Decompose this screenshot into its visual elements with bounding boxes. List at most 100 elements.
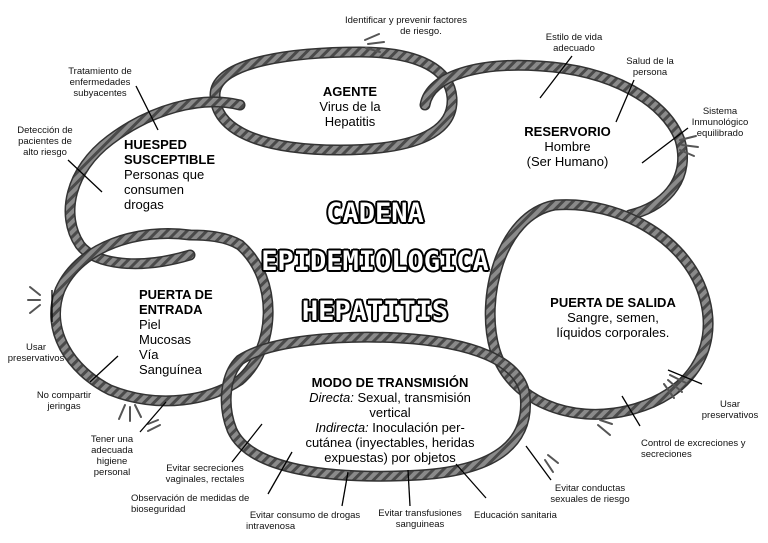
huesped-text-1: Personas que (124, 167, 205, 182)
section-huesped-susceptible: HUESPED SUSCEPTIBLE Personas que consume… (124, 137, 234, 212)
annotation-tratamiento-line-2: enfermedades (69, 77, 131, 88)
modo-directa: Directa: Sexual, transmisión (285, 390, 495, 405)
annotation-transfusiones-line-2: sanguineas (395, 519, 445, 530)
annotation-secreciones-line-1: Evitar secreciones (166, 463, 244, 474)
salida-text-2: líquidos corporales. (556, 325, 670, 340)
annotation-usar-right-line-2: preservativos (701, 410, 759, 421)
section-puerta-entrada: PUERTA DE ENTRADA Piel Mucosas Vía Sangu… (139, 287, 239, 377)
rope-frayed-ends (27, 33, 699, 473)
annotation-identificar-line-1: Identificar y prevenir factores (345, 15, 467, 26)
rope-loop-entrada (50, 227, 274, 407)
modo-indirecta-text: Inoculación per- (368, 420, 465, 435)
annotation-usar-preservativos-left: Usar preservativos (0, 342, 72, 364)
title-line-cadena: CADENA (326, 198, 424, 229)
rope-loop-agente (209, 46, 458, 156)
annotation-tratamiento-line-1: Tratamiento de (68, 66, 132, 77)
reservorio-text-1: Hombre (544, 139, 591, 154)
annotation-tratamiento: Tratamiento de enfermedades subyacentes (60, 66, 140, 99)
entrada-text-1: Piel (139, 317, 161, 332)
rope-loop-huesped (64, 96, 246, 270)
annotation-educacion-sanitaria: Educación sanitaria (474, 510, 557, 521)
entrada-heading-1: PUERTA DE (139, 287, 213, 302)
modo-directa-label: Directa: (309, 390, 354, 405)
annotation-drogas-line-1: Evitar consumo de drogas (249, 510, 361, 521)
annotation-bioseguridad-line-1: Observación de medidas de (131, 493, 250, 504)
annotation-control-excreciones: Control de excreciones y secreciones (641, 438, 766, 460)
annotation-estilo-line-1: Estilo de vida (545, 32, 603, 43)
section-agente: AGENTE Virus de la Hepatitis (300, 84, 400, 129)
annotation-transfusiones-line-1: Evitar transfusiones (378, 508, 462, 519)
annotation-identificar-line-2: de riesgo. (400, 26, 442, 37)
annotation-higiene-line-3: higiene (96, 456, 128, 467)
annotation-salud-line-2: persona (632, 67, 668, 78)
annotation-sistema-line-2: Inmunológico (691, 117, 749, 128)
title-line-epidemiologica: EPIDEMIOLOGICA (261, 246, 489, 277)
modo-heading: MODO DE TRANSMISIÓN (311, 375, 469, 390)
annotation-sistema-line-3: equilibrado (696, 128, 744, 139)
annotation-higiene: Tener una adecuada higiene personal (80, 434, 144, 478)
entrada-heading-2: ENTRADA (139, 302, 203, 317)
title-line-hepatitis: HEPATITIS (301, 296, 449, 327)
annotation-identificar-riesgo: Identificar y prevenir factores de riesg… (336, 15, 476, 37)
agente-text-1: Virus de la (319, 99, 381, 114)
annotation-estilo-vida: Estilo de vida adecuado (534, 32, 614, 54)
reservorio-text-2: (Ser Humano) (526, 154, 609, 169)
modo-indirecta-label: Indirecta: (315, 420, 369, 435)
annotation-estilo-line-2: adecuado (553, 43, 595, 54)
modo-directa-text: Sexual, transmisión (353, 390, 471, 405)
annotation-sistema-line-1: Sistema (702, 106, 738, 117)
huesped-heading-2: SUSCEPTIBLE (124, 152, 216, 167)
salida-heading: PUERTA DE SALIDA (550, 295, 676, 310)
annotation-conductas-line-1: Evitar conductas (554, 483, 626, 494)
annotation-usar-left-line-2: preservativos (7, 353, 65, 364)
modo-directa-line2: vertical (369, 405, 411, 420)
annotation-deteccion: Detección de pacientes de alto riesgo (10, 125, 80, 158)
agente-text-2: Hepatitis (324, 114, 376, 129)
annotation-tratamiento-line-3: subyacentes (73, 88, 127, 99)
huesped-heading-1: HUESPED (124, 137, 187, 152)
reservorio-heading: RESERVORIO (524, 124, 611, 139)
annotation-usar-right-line-1: Usar (719, 399, 741, 410)
annotation-evitar-conductas: Evitar conductas sexuales de riesgo (540, 483, 640, 505)
annotation-sistema-inmunologico: Sistema Inmunológico equilibrado (680, 106, 760, 139)
huesped-text-3: drogas (124, 197, 164, 212)
annotation-higiene-line-2: adecuada (91, 445, 133, 456)
modo-indirecta-line3: expuestas) por objetos (324, 450, 456, 465)
annotation-conductas-line-2: sexuales de riesgo (550, 494, 630, 505)
agente-heading: AGENTE (322, 84, 378, 99)
annotation-deteccion-line-2: pacientes de (18, 136, 72, 147)
annotation-usar-left-line-1: Usar (25, 342, 47, 353)
modo-indirecta: Indirecta: Inoculación per- (285, 420, 495, 435)
annotation-evitar-secreciones: Evitar secreciones vaginales, rectales (155, 463, 255, 485)
annotation-drogas-line-2: intravenosa (246, 521, 296, 532)
annotation-control-line-2: secreciones (641, 449, 692, 460)
pointer-lines (51, 55, 703, 507)
entrada-text-2: Mucosas (139, 332, 192, 347)
entrada-text-3: Vía (139, 347, 159, 362)
annotation-higiene-line-4: personal (93, 467, 131, 478)
annotation-deteccion-line-3: alto riesgo (23, 147, 67, 158)
annotation-bioseguridad-line-2: bioseguridad (131, 504, 186, 515)
annotation-bioseguridad: Observación de medidas de bioseguridad (131, 493, 271, 515)
section-puerta-salida: PUERTA DE SALIDA Sangre, semen, líquidos… (528, 295, 698, 340)
rope-loop-reservorio (419, 59, 689, 221)
salida-text-1: Sangre, semen, (567, 310, 659, 325)
entrada-text-4: Sanguínea (139, 362, 202, 377)
annotation-no-compartir-line-2: jeringas (47, 401, 81, 412)
annotation-higiene-line-1: Tener una (90, 434, 134, 445)
annotation-secreciones-line-2: vaginales, rectales (165, 474, 245, 485)
modo-indirecta-line2: cutánea (inyectables, heridas (305, 435, 475, 450)
section-reservorio: RESERVORIO Hombre (Ser Humano) (510, 124, 625, 169)
annotation-usar-preservativos-right: Usar preservativos (694, 399, 766, 421)
rope-loop-transmision (220, 331, 532, 482)
annotation-no-compartir-line-1: No compartir (36, 390, 92, 401)
annotation-salud-line-1: Salud de la (626, 56, 674, 67)
annotation-no-compartir: No compartir jeringas (28, 390, 100, 412)
section-modo-transmision: MODO DE TRANSMISIÓN Directa: Sexual, tra… (285, 375, 495, 465)
annotation-deteccion-line-1: Detección de (17, 125, 73, 136)
annotation-evitar-transfusiones: Evitar transfusiones sanguineas (370, 508, 470, 530)
annotation-salud-persona: Salud de la persona (615, 56, 685, 78)
annotation-evitar-drogas: Evitar consumo de drogas intravenosa (240, 510, 370, 532)
